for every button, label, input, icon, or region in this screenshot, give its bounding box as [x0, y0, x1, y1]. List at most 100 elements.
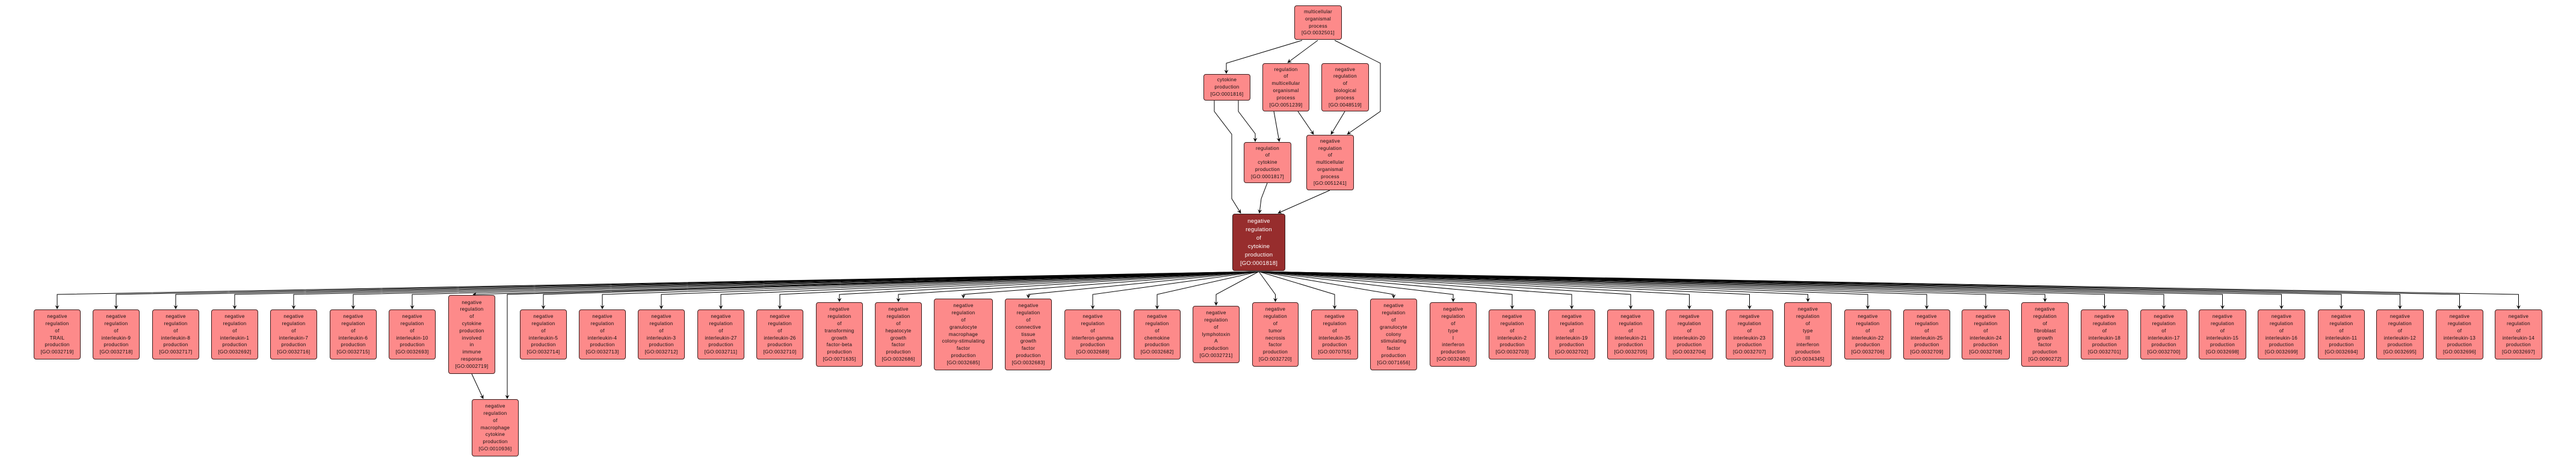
child-go-term-node[interactable]: negative regulation of type I interferon… [1430, 302, 1477, 367]
child-go-term-node[interactable]: negative regulation of interleukin-27 pr… [697, 309, 744, 359]
child-go-term-node[interactable]: negative regulation of interleukin-18 pr… [2081, 309, 2128, 359]
child-go-term-node[interactable]: negative regulation of interleukin-9 pro… [93, 309, 140, 359]
node-label: negative regulation of tumor necrosis fa… [1262, 306, 1288, 355]
node-label: negative regulation of macrophage cytoki… [480, 403, 510, 445]
edge-arrow [114, 271, 1259, 309]
child-go-term-node[interactable]: negative regulation of interleukin-15 pr… [2199, 309, 2246, 359]
node-go-id: [GO:0032716] [277, 349, 310, 355]
child-go-term-node[interactable]: negative regulation of fibroblast growth… [2021, 302, 2069, 367]
node-label: negative regulation of interleukin-16 pr… [2265, 314, 2298, 348]
edge-arrow [1258, 271, 1870, 309]
node-label: negative regulation of interleukin-2 pro… [1497, 314, 1527, 348]
edge-arrow [1258, 271, 1633, 309]
child-go-term-node[interactable]: negative regulation of lymphotoxin A pro… [1193, 306, 1240, 363]
node-label: negative regulation of interleukin-18 pr… [2088, 314, 2121, 348]
edge-arrow [659, 271, 1259, 309]
go-term-node[interactable]: negative regulation of multicellular org… [1306, 135, 1354, 190]
edge-arrow [1238, 101, 1258, 142]
child-go-term-node[interactable]: negative regulation of cytokine producti… [448, 295, 495, 374]
child-go-term-node[interactable]: negative regulation of granulocyte colon… [1370, 299, 1417, 370]
child-go-term-node[interactable]: negative regulation of macrophage cytoki… [472, 399, 519, 456]
node-go-id: [GO:0032501] [1301, 30, 1335, 36]
node-label: negative regulation of interleukin-27 pr… [705, 314, 737, 348]
child-go-term-node[interactable]: negative regulation of interleukin-25 pr… [1903, 309, 1950, 359]
child-go-term-node[interactable]: negative regulation of interleukin-19 pr… [1548, 309, 1595, 359]
node-label: negative regulation of interleukin-9 pro… [101, 314, 131, 348]
edge-arrow [505, 271, 1259, 399]
child-go-term-node[interactable]: negative regulation of interleukin-3 pro… [638, 309, 685, 359]
node-go-id: [GO:0032480] [1436, 356, 1470, 362]
node-label: negative regulation of cytokine producti… [459, 299, 484, 362]
edge-arrow [1214, 271, 1259, 306]
child-go-term-node[interactable]: negative regulation of granulocyte macro… [934, 299, 993, 370]
node-go-id: [GO:0032685] [947, 359, 980, 365]
child-go-term-node[interactable]: negative regulation of interleukin-23 pr… [1726, 309, 1773, 359]
child-go-term-node[interactable]: negative regulation of interleukin-11 pr… [2318, 309, 2365, 359]
node-go-id: [GO:0032718] [99, 349, 133, 355]
node-label: negative regulation of interleukin-15 pr… [2206, 314, 2239, 348]
child-go-term-node[interactable]: negative regulation of interleukin-8 pro… [152, 309, 199, 359]
node-go-id: [GO:0032710] [763, 349, 797, 355]
node-label: negative regulation of granulocyte macro… [942, 303, 985, 358]
child-go-term-node[interactable]: negative regulation of connective tissue… [1005, 299, 1052, 370]
child-go-term-node[interactable]: negative regulation of interleukin-14 pr… [2495, 309, 2542, 359]
edge-arrow [1258, 271, 1988, 309]
child-go-term-node[interactable]: negative regulation of interleukin-22 pr… [1844, 309, 1891, 359]
node-label: regulation of multicellular organismal p… [1271, 66, 1300, 101]
node-label: negative regulation of cytokine producti… [1244, 217, 1273, 258]
go-term-node[interactable]: regulation of cytokine production[GO:000… [1244, 142, 1291, 183]
go-term-node[interactable]: multicellular organismal process[GO:0032… [1294, 5, 1342, 40]
node-label: multicellular organismal process [1303, 8, 1333, 29]
child-go-term-node[interactable]: negative regulation of interleukin-10 pr… [389, 309, 436, 359]
child-go-term-node[interactable]: negative regulation of interleukin-13 pr… [2436, 309, 2483, 359]
child-go-term-node[interactable]: negative regulation of interleukin-24 pr… [1962, 309, 2010, 359]
child-go-term-node[interactable]: negative regulation of interleukin-26 pr… [756, 309, 803, 359]
child-go-term-node[interactable]: negative regulation of interleukin-6 pro… [330, 309, 377, 359]
node-go-id: [GO:0032721] [1199, 352, 1233, 358]
node-go-id: [GO:0032692] [218, 349, 252, 355]
node-label: negative regulation of multicellular org… [1315, 138, 1345, 179]
node-go-id: [GO:0034345] [1791, 356, 1825, 362]
node-label: negative regulation of type I interferon… [1441, 306, 1466, 355]
child-go-term-node[interactable]: negative regulation of transforming grow… [816, 302, 863, 367]
child-go-term-node[interactable]: negative regulation of interleukin-7 pro… [270, 309, 317, 359]
child-go-term-node[interactable]: negative regulation of interleukin-16 pr… [2258, 309, 2305, 359]
node-go-id: [GO:0032682] [1140, 349, 1174, 355]
edge-arrow [1258, 271, 1929, 309]
edge-arrow [777, 271, 1259, 309]
node-go-id: [GO:0002719] [455, 363, 489, 369]
child-go-term-node[interactable]: negative regulation of interleukin-17 pr… [2140, 309, 2187, 359]
node-go-id: [GO:0071635] [823, 356, 856, 362]
child-go-term-node[interactable]: negative regulation of interleukin-4 pro… [579, 309, 626, 359]
edge-arrow [410, 271, 1259, 309]
child-go-term-node[interactable]: negative regulation of interferon-gamma … [1064, 309, 1121, 359]
child-go-term-node[interactable]: negative regulation of interleukin-35 pr… [1311, 309, 1358, 359]
child-go-term-node[interactable]: negative regulation of interleukin-12 pr… [2376, 309, 2424, 359]
edge-arrow [1026, 271, 1259, 299]
child-go-term-node[interactable]: negative regulation of interleukin-21 pr… [1607, 309, 1654, 359]
node-label: negative regulation of chemokine product… [1144, 314, 1170, 348]
go-term-node[interactable]: regulation of multicellular organismal p… [1262, 63, 1309, 111]
child-go-term-node[interactable]: negative regulation of hepatocyte growth… [875, 302, 922, 367]
go-term-node[interactable]: negative regulation of biological proces… [1321, 63, 1369, 111]
node-label: negative regulation of interleukin-24 pr… [1969, 314, 2002, 348]
node-go-id: [GO:0071656] [1377, 359, 1410, 365]
child-go-term-node[interactable]: negative regulation of interleukin-1 pro… [211, 309, 258, 359]
child-go-term-node[interactable]: negative regulation of chemokine product… [1134, 309, 1181, 359]
edge-arrow [1258, 271, 2047, 302]
child-go-term-node[interactable]: negative regulation of type III interfer… [1784, 302, 1832, 367]
edge-arrow [1258, 271, 1396, 299]
node-go-id: [GO:0032711] [704, 349, 738, 355]
child-go-term-node[interactable]: negative regulation of TRAIL production[… [34, 309, 81, 359]
node-go-id: [GO:0032709] [1910, 349, 1944, 355]
child-go-term-node[interactable]: negative regulation of interleukin-5 pro… [520, 309, 567, 359]
child-go-term-node[interactable]: negative regulation of interleukin-2 pro… [1489, 309, 1536, 359]
child-go-term-node[interactable]: negative regulation of interleukin-20 pr… [1666, 309, 1713, 359]
node-go-id: [GO:0032701] [2087, 349, 2122, 355]
go-term-node[interactable]: cytokine production[GO:0001816] [1203, 74, 1250, 101]
child-go-term-node[interactable]: negative regulation of tumor necrosis fa… [1252, 302, 1299, 367]
edge-arrow [1258, 271, 1337, 309]
node-label: negative regulation of type III interfer… [1795, 306, 1821, 355]
focus-go-term-node[interactable]: negative regulation of cytokine producti… [1232, 214, 1285, 271]
edge-arrow [1258, 271, 1456, 302]
